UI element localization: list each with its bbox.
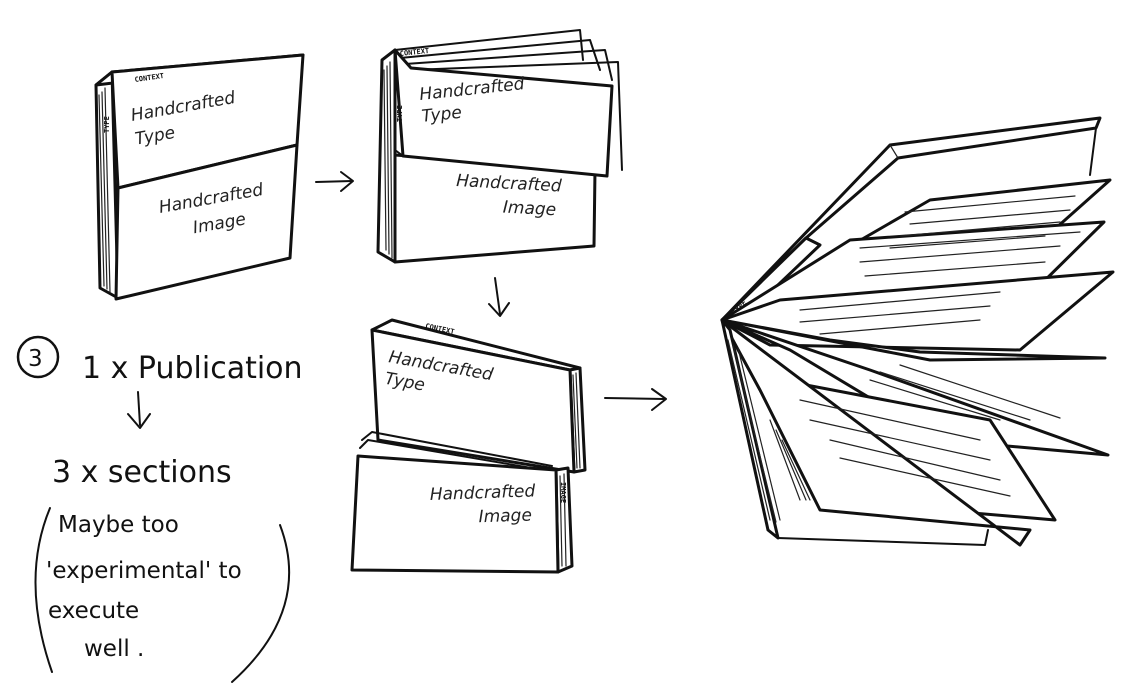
notes: 3 1 x Publication 3 x sections Maybe too… (16, 335, 303, 683)
book-3: CONTEXT Handcrafted Type IMAGE Handcraft… (350, 318, 587, 574)
book3-bottom-label-line2: Image (478, 505, 532, 527)
book-2: CONTEXT TYPE Handcrafted Type Handcrafte… (376, 29, 623, 264)
book-1: CONTEXT TYPE Handcrafted Type Handcrafte… (94, 53, 305, 301)
arrow-down-icon (488, 277, 510, 317)
page-lines (769, 195, 1081, 501)
book2-bottom-label-line2: Image (502, 197, 556, 220)
note-caveat-line1: Maybe too (58, 512, 179, 538)
note-caveat-line3: execute (48, 598, 139, 624)
note-caveat-line2: 'experimental' to (46, 558, 242, 584)
book3-bottom-label-line1: Handcrafted (429, 481, 535, 505)
book3-side-label: IMAGE (559, 482, 567, 503)
book2-bottom-label: Handcrafted Image (454, 171, 567, 221)
left-paren-icon (34, 507, 53, 673)
book2-top-label-line2: Type (421, 103, 463, 127)
book2-top-edge-label: CONTEXT (399, 47, 429, 58)
book2-spine-label: TYPE (396, 105, 404, 122)
fan-book: TYPE (720, 116, 1115, 547)
number-circle-icon (16, 335, 60, 379)
arrow-right-icon (604, 388, 667, 411)
note-caveat-line4: well . (84, 636, 144, 662)
arrow-right-icon (315, 171, 354, 192)
right-paren-icon (231, 524, 291, 683)
book3-bottom-label: Handcrafted Image (429, 481, 541, 529)
note-number: 3 (28, 346, 43, 372)
arrow-down-icon (127, 391, 151, 429)
note-publication: 1 x Publication (82, 351, 303, 386)
book1-spine-label: TYPE (103, 116, 111, 133)
note-sections: 3 x sections (52, 455, 232, 490)
